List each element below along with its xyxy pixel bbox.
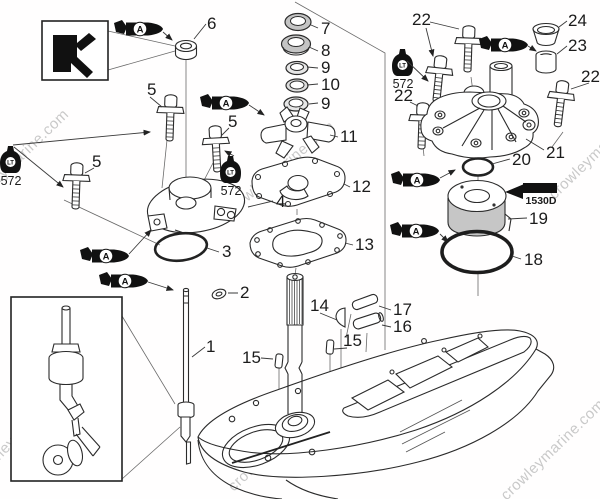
grommet-6 [174, 39, 198, 61]
applicator-flag-icons [79, 19, 537, 291]
o-ring-3 [153, 231, 209, 263]
callout-6: 6 [207, 14, 216, 33]
applicator-a-icon [390, 170, 441, 188]
callout-17: 17 [393, 300, 412, 319]
leader-lines [84, 20, 590, 360]
callout-21: 21 [546, 143, 565, 162]
callout-13: 13 [355, 235, 374, 254]
callout-10: 10 [321, 75, 340, 94]
pin-15-left [274, 353, 284, 369]
callout-4: 4 [276, 192, 285, 211]
shift-rod [177, 287, 195, 465]
callout-20: 20 [512, 150, 531, 169]
callout-16: 16 [393, 317, 412, 336]
callout-11: 11 [340, 127, 358, 146]
callout-22b: 22 [394, 86, 413, 105]
o-ring-9-upper [285, 60, 309, 76]
washer-10 [285, 78, 309, 93]
key-16 [352, 312, 384, 330]
o-ring-18 [440, 229, 514, 275]
tool-code-label: 1530D [526, 195, 557, 207]
sleeve-23 [535, 50, 557, 74]
seal-ring-7 [284, 12, 312, 32]
callout-5a: 5 [147, 80, 156, 99]
callout-18: 18 [524, 250, 543, 269]
applicator-a-icon [113, 19, 164, 37]
callout-5b: 5 [228, 112, 237, 131]
applicator-a-icon [199, 93, 250, 111]
bolt-5-c [61, 161, 92, 210]
impeller-11 [260, 106, 336, 159]
water-pump-housing-21 [420, 60, 539, 159]
callout-9b: 9 [321, 94, 330, 113]
spacer-19 [447, 179, 512, 237]
callout-8: 8 [321, 41, 330, 60]
callout-7: 7 [321, 19, 330, 38]
bolt-22-a [453, 24, 484, 73]
callout-19: 19 [529, 209, 548, 228]
callout-23: 23 [568, 36, 587, 55]
callout-22c: 22 [581, 67, 600, 86]
bolt-5-a [155, 93, 186, 142]
applicator-a-icon [98, 271, 149, 289]
gasket-13 [249, 217, 347, 268]
applicator-a-icon [478, 35, 529, 53]
callout-15b: 15 [343, 331, 362, 350]
loctite-572-icon [392, 49, 414, 91]
seal-ring-8 [280, 34, 312, 56]
callout-22a: 22 [412, 10, 431, 29]
applicator-a-icon [389, 221, 440, 239]
loctite-572-icon [220, 156, 242, 198]
applicator-a-icon [79, 246, 130, 264]
bolt-22-d [543, 78, 578, 129]
callout-1: 1 [206, 337, 215, 356]
callout-15a: 15 [242, 348, 261, 367]
o-ring-9-lower [283, 96, 309, 112]
callout-2: 2 [240, 283, 249, 302]
shift-rod-detail-inset [10, 296, 123, 482]
callout-3: 3 [222, 242, 231, 261]
o-ring-20 [461, 157, 495, 177]
key-17 [351, 293, 379, 311]
callout-24: 24 [568, 11, 587, 30]
sealant-bottle-icons [0, 49, 429, 198]
seal-cross-section-icon [53, 33, 96, 78]
woodruff-key-14 [335, 307, 346, 328]
seal-detail-inset [41, 20, 109, 81]
seal-cup-24 [532, 22, 560, 47]
gearcase [197, 329, 555, 499]
callout-12: 12 [352, 177, 371, 196]
clip-2 [211, 288, 227, 300]
pin-15-right [325, 339, 335, 355]
callout-labels: 1 2 3 4 5 5 5 6 7 8 9 10 9 11 12 13 14 1… [92, 10, 600, 367]
callout-9a: 9 [321, 58, 330, 77]
callout-14: 14 [310, 296, 329, 315]
wear-plate-12 [251, 156, 346, 208]
callout-5c: 5 [92, 152, 101, 171]
tool-callout-1530d: 1530D [505, 183, 557, 207]
driveshaft [284, 272, 304, 414]
